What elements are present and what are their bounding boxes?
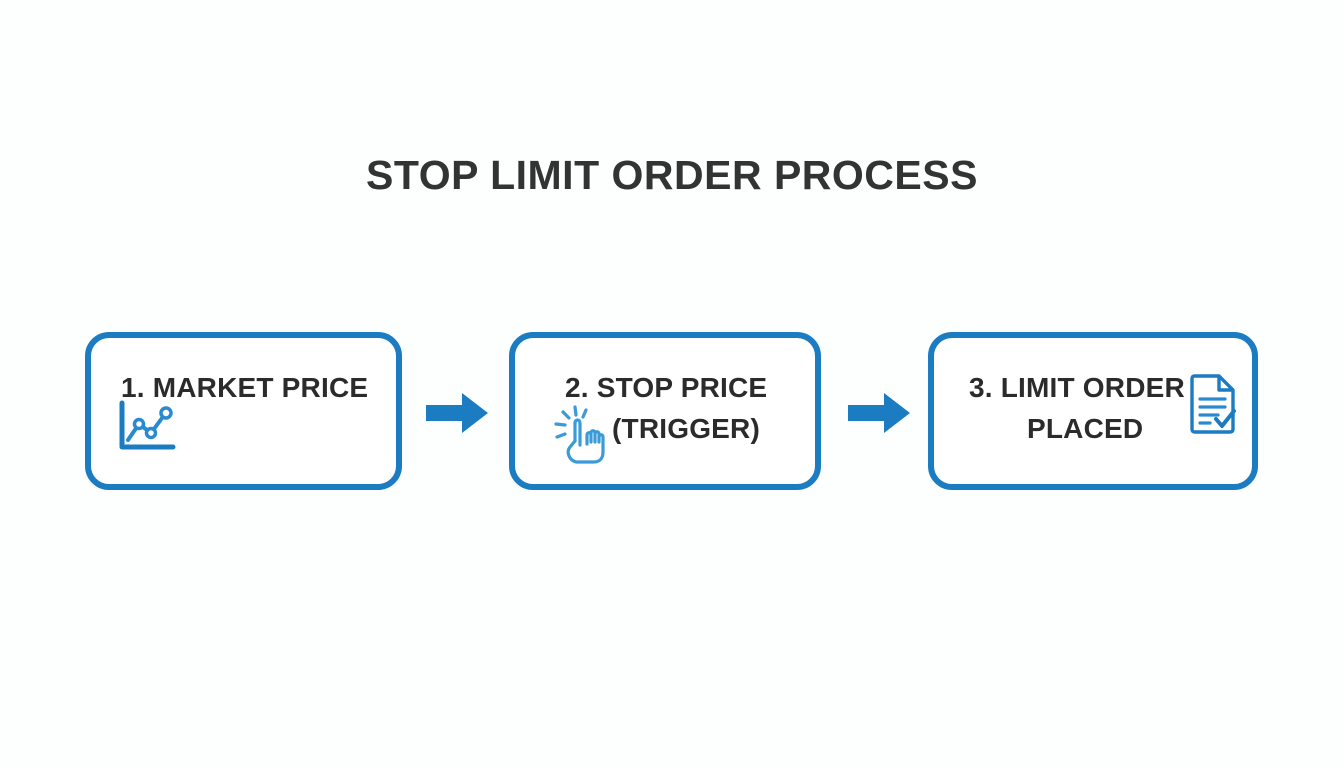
step-label-line-2: (TRIGGER) xyxy=(612,413,761,444)
step-box-market-price[interactable]: 1. MARKET PRICE xyxy=(85,332,402,490)
step-box-content: 3. LIMIT ORDER PLACED xyxy=(934,338,1252,484)
step-label-line-1: 3. LIMIT ORDER xyxy=(969,372,1185,403)
step-box-content: 2. STOP PRICE (TRIGGER) xyxy=(515,338,815,484)
step-label-line-1: 2. STOP PRICE xyxy=(565,372,768,403)
page-title: STOP LIMIT ORDER PROCESS xyxy=(366,152,978,198)
step-box-content: 1. MARKET PRICE xyxy=(91,338,396,484)
document-check-icon xyxy=(1187,374,1237,436)
step-label-line-1: 1. MARKET PRICE xyxy=(121,372,369,403)
line-chart-icon xyxy=(115,400,177,454)
arrow-right-icon xyxy=(848,392,910,434)
step-label-line-2: PLACED xyxy=(1027,413,1144,444)
step-box-stop-price[interactable]: 2. STOP PRICE (TRIGGER) xyxy=(509,332,821,490)
tap-hand-icon xyxy=(553,404,613,466)
step-box-limit-order-placed[interactable]: 3. LIMIT ORDER PLACED xyxy=(928,332,1258,490)
arrow-right-icon xyxy=(426,392,488,434)
